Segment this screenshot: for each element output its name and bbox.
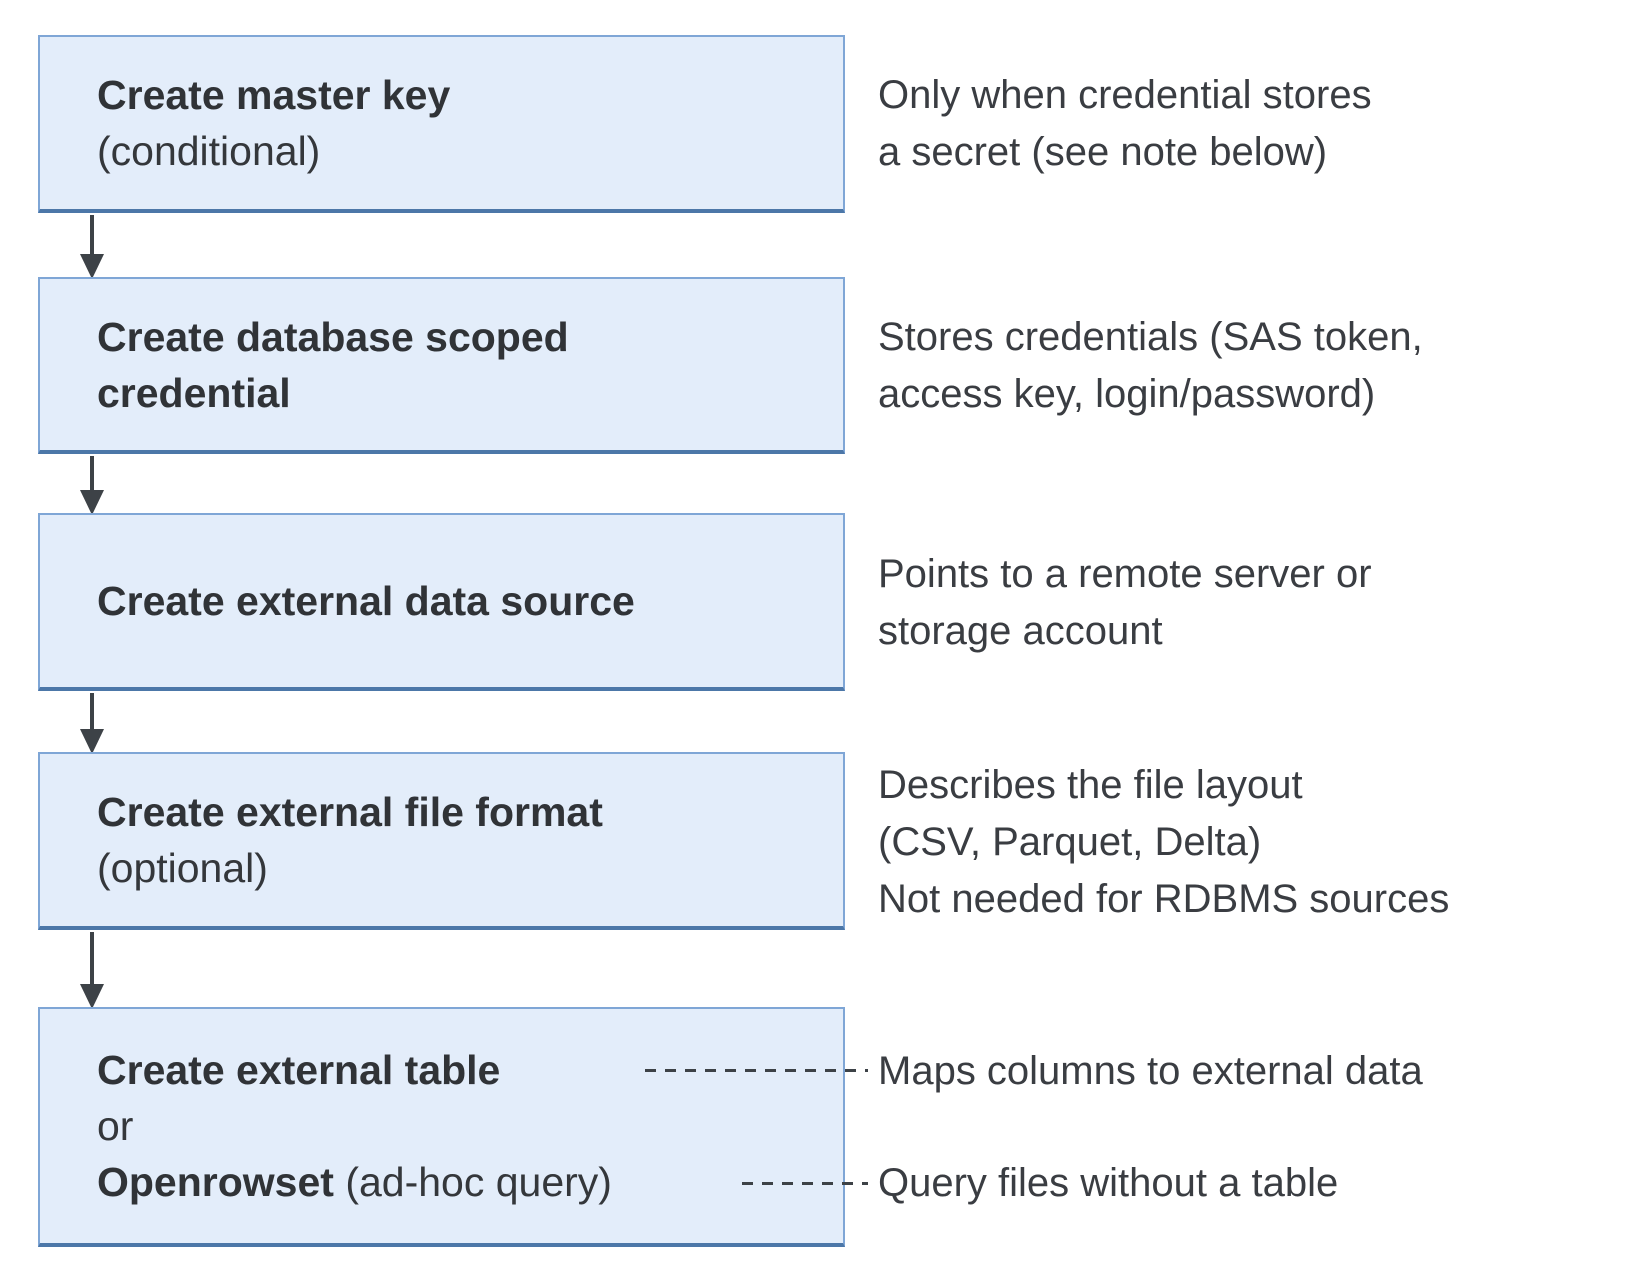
note-line: Not needed for RDBMS sources (878, 877, 1450, 921)
dashed-connector-external-table (645, 1069, 868, 1072)
step-box-create-database-scoped-credential: Create database scoped credential (38, 277, 845, 454)
note-external-data-source: Points to a remote server or storage acc… (878, 546, 1372, 660)
step-title: credential (97, 369, 291, 416)
note-line: access key, login/password) (878, 372, 1376, 416)
step-subtitle: (conditional) (97, 128, 321, 174)
step-box-create-external-file-format: Create external file format (optional) (38, 752, 845, 930)
arrow-head (80, 490, 104, 515)
note-database-scoped-credential: Stores credentials (SAS token, access ke… (878, 309, 1423, 423)
arrow-head (80, 729, 104, 754)
step-title: Create database scoped (97, 313, 569, 360)
note-openrowset: Query files without a table (878, 1155, 1338, 1212)
note-line: Describes the file layout (878, 763, 1303, 807)
dashed-connector-openrowset (742, 1182, 868, 1185)
flow-arrow-down-icon (80, 932, 104, 1009)
step-title: Create external data source (97, 578, 635, 624)
arrow-shaft (90, 456, 94, 490)
step-alt-title: Openrowset (ad-hoc query) (97, 1154, 843, 1210)
note-line: storage account (878, 609, 1163, 653)
note-external-table: Maps columns to external data (878, 1043, 1423, 1100)
step-alt-title-suffix: (ad-hoc query) (345, 1159, 612, 1205)
note-line: (CSV, Parquet, Delta) (878, 820, 1262, 864)
step-box-create-master-key: Create master key (conditional) (38, 35, 845, 213)
arrow-shaft (90, 932, 94, 984)
arrow-shaft (90, 693, 94, 729)
note-line: Stores credentials (SAS token, (878, 315, 1423, 359)
step-title: Create master key (97, 72, 451, 118)
step-box-create-external-table-or-openrowset: Create external table or Openrowset (ad-… (38, 1007, 845, 1247)
arrow-head (80, 254, 104, 279)
step-box-create-external-data-source: Create external data source (38, 513, 845, 691)
step-or-label: or (97, 1103, 134, 1149)
note-line: Points to a remote server or (878, 552, 1372, 596)
step-alt-title-bold: Openrowset (97, 1159, 334, 1205)
note-line: Only when credential stores (878, 73, 1372, 117)
flow-arrow-down-icon (80, 693, 104, 754)
note-master-key: Only when credential stores a secret (se… (878, 67, 1372, 181)
flow-arrow-down-icon (80, 215, 104, 279)
note-external-file-format: Describes the file layout (CSV, Parquet,… (878, 757, 1449, 928)
note-line: Maps columns to external data (878, 1049, 1423, 1093)
step-title: Create external table (97, 1047, 501, 1093)
step-title: Create external file format (97, 789, 603, 835)
note-line: a secret (see note below) (878, 130, 1328, 174)
arrow-shaft (90, 215, 94, 254)
arrow-head (80, 984, 104, 1009)
note-line: Query files without a table (878, 1161, 1339, 1205)
flow-arrow-down-icon (80, 456, 104, 515)
step-subtitle: (optional) (97, 845, 268, 891)
